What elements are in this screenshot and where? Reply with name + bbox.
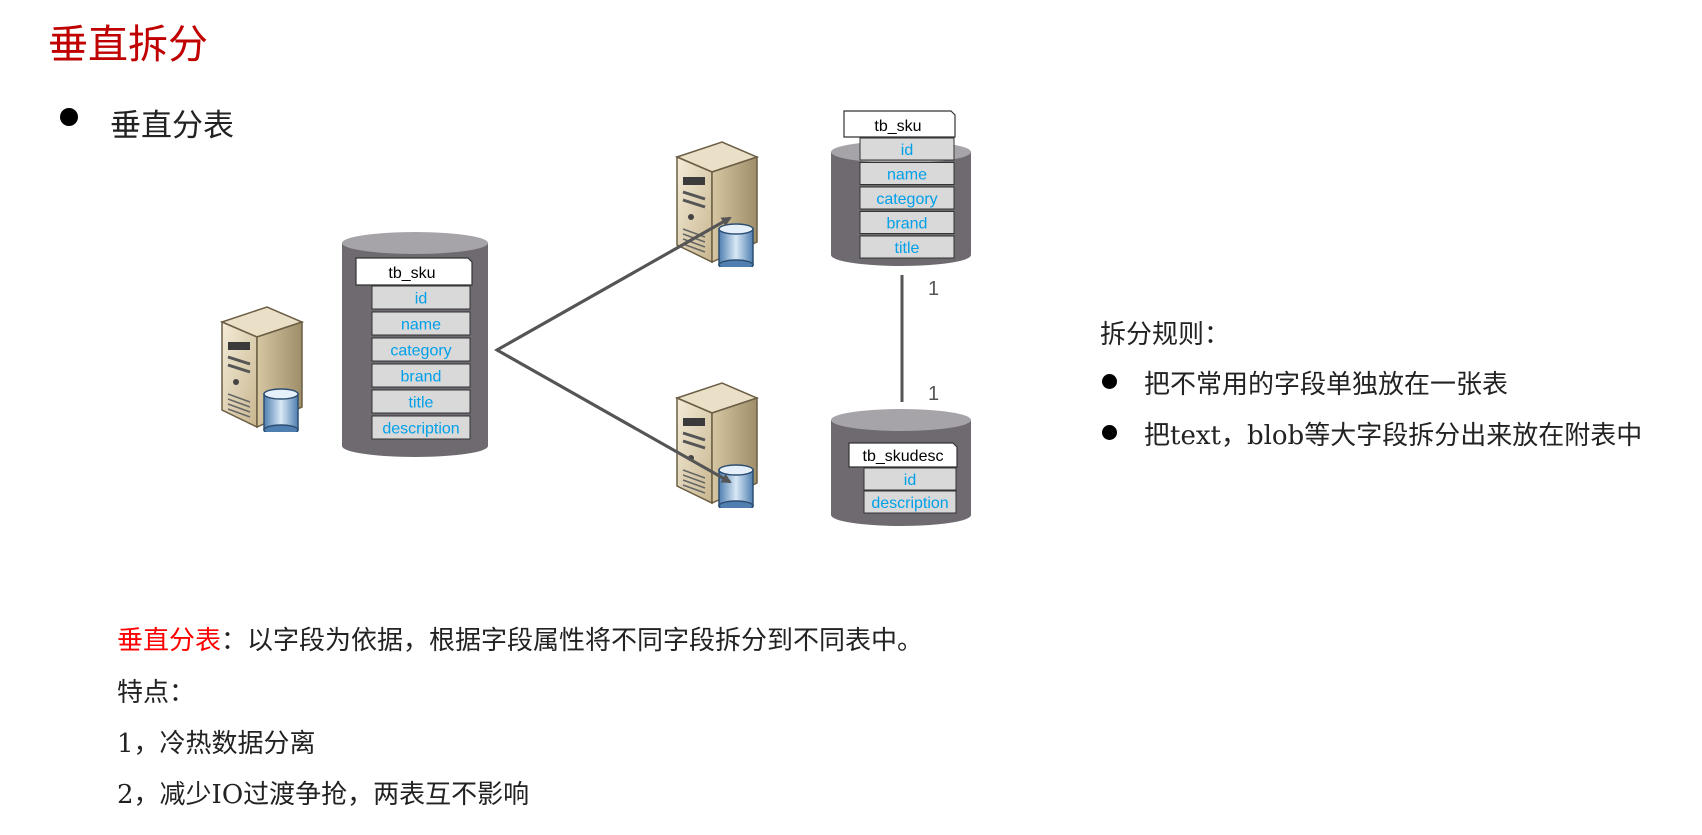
bullet-dot [1102,374,1117,389]
rules-heading: 拆分规则： [1100,320,1231,350]
bullet-dot [60,108,78,126]
server-icon [675,140,759,267]
field-name: description [871,495,948,512]
definition-text: ：以字段为依据，根据字段属性将不同字段拆分到不同表中。 [221,626,924,656]
target-table-2: tb_skudesc id description [848,442,958,514]
main-bullet-text: 垂直分表 [110,108,234,144]
field-cell [371,311,471,336]
features-heading: 特点： [117,678,196,708]
relation-label-bottom: 1 [928,383,939,405]
field-cell [371,363,471,388]
field-cell [371,415,471,440]
field-cell [863,490,957,514]
field-cell [859,162,955,185]
field-cell [859,235,955,259]
definition-term: 垂直分表 [117,626,222,656]
field-cell [863,467,957,491]
table-header-tab [848,442,958,468]
table-name: tb_sku [388,265,435,282]
field-name: category [390,342,451,359]
field-name: brand [887,215,928,232]
rule-item-2: 把text，blob等大字段拆分出来放在附表中 [1144,421,1643,451]
bullet-dot [1102,425,1117,440]
field-cell [371,285,471,310]
page-title: 垂直拆分 [48,22,208,68]
table-header-tab [843,110,956,138]
table-name: tb_sku [874,118,921,135]
relation-label-top: 1 [928,278,939,300]
rule-item-1: 把不常用的字段单独放在一张表 [1144,370,1509,400]
field-cell [859,186,955,210]
field-name: description [382,420,459,437]
definition-line: 垂直分表：以字段为依据，根据字段属性将不同字段拆分到不同表中。 [117,620,923,657]
field-name: id [904,472,916,489]
field-cell [371,389,471,414]
server-icon [220,305,304,432]
source-table: tb_sku id name category brand title descripti… [355,257,473,440]
feature-item-1: 1，冷热数据分离 [117,729,316,759]
field-name: title [895,240,920,257]
feature-item-2: 2，减少IO过渡争抢，两表互不影响 [117,780,530,810]
table-header-tab [355,257,473,286]
arrow-to-target-2 [496,348,732,484]
field-name: category [876,191,937,208]
field-name: title [409,394,434,411]
field-name: brand [401,368,442,385]
field-cell [859,211,955,234]
field-name: name [887,166,927,183]
target-table-1: tb_sku id name category brand title [843,110,956,259]
field-name: id [901,142,913,159]
field-name: id [415,290,427,307]
server-icon [675,381,759,508]
field-name: name [401,316,441,333]
field-cell [371,337,471,362]
arrow-to-target-1 [496,216,732,352]
table-name: tb_skudesc [863,448,944,465]
field-cell [859,137,955,161]
